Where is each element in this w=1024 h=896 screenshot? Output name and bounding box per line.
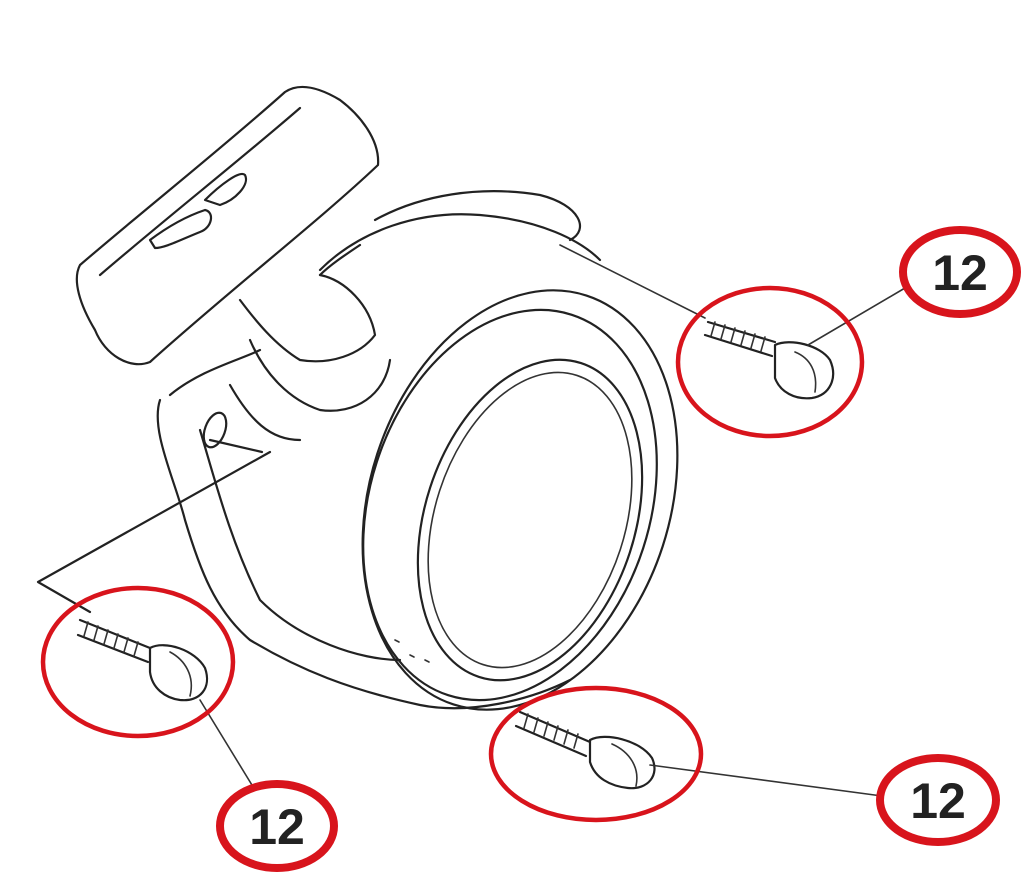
callout-bottom-left: 12 bbox=[216, 780, 338, 872]
highlight-ellipse-left bbox=[40, 585, 236, 739]
starter-handle bbox=[75, 85, 392, 412]
bolt-top-right bbox=[703, 320, 835, 400]
callout-label: 12 bbox=[910, 773, 966, 829]
callout-bottom-right: 12 bbox=[876, 754, 1000, 846]
callout-label: 12 bbox=[249, 799, 305, 855]
starter-housing bbox=[156, 190, 679, 711]
bolt-left bbox=[76, 618, 208, 702]
callout-label: 12 bbox=[932, 245, 988, 301]
highlight-ellipse-top-right bbox=[675, 285, 865, 439]
highlight-ellipse-bottom bbox=[488, 685, 704, 823]
callout-top-right: 12 bbox=[899, 226, 1021, 318]
bolt-bottom bbox=[514, 710, 656, 790]
leader-lines bbox=[36, 244, 906, 797]
